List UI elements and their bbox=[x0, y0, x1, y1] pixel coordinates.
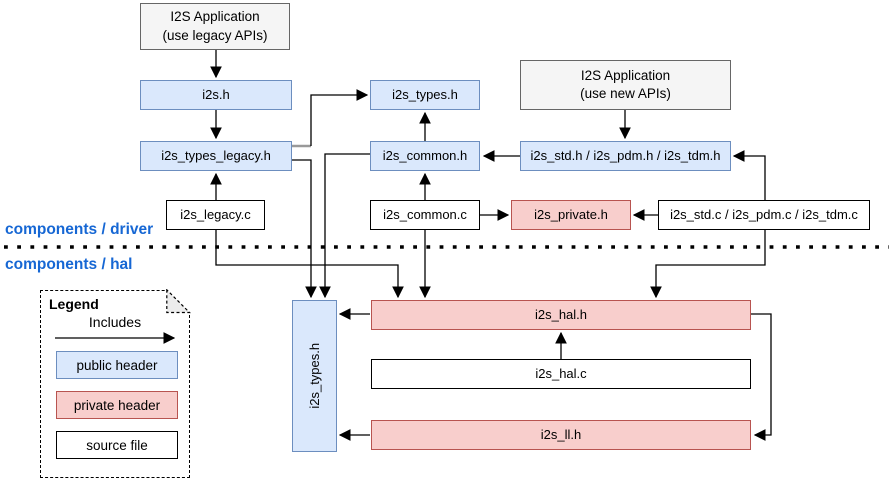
section-label-components-hal: components / hal bbox=[5, 256, 133, 273]
edge-i2s-types-legacy-h-to-i2s-types-h-hal bbox=[292, 159, 317, 299]
node-i2s-std-pdm-tdm-c: i2s_std.c / i2s_pdm.c / i2s_tdm.c bbox=[658, 200, 870, 230]
edge-i2s-legacy-c-to-i2s-hal-h bbox=[215, 230, 404, 299]
legend-folded-corner-icon bbox=[165, 289, 191, 315]
legend-title: Legend bbox=[49, 296, 99, 312]
node-i2s-std-pdm-tdm-h: i2s_std.h / i2s_pdm.h / i2s_tdm.h bbox=[520, 141, 731, 171]
node-i2s-common-h: i2s_common.h bbox=[370, 141, 480, 171]
node-i2s-common-c: i2s_common.c bbox=[370, 200, 480, 230]
node-i2s-types-h-hal: i2s_types.h bbox=[292, 300, 337, 452]
section-label-components-driver: components / driver bbox=[5, 221, 154, 238]
node-i2s-types-legacy-h: i2s_types_legacy.h bbox=[140, 141, 292, 171]
edge-i2s-std-pdm-tdm-c-to-i2s-std-pdm-tdm-h bbox=[732, 150, 766, 200]
legend-source-file-swatch: source file bbox=[56, 431, 178, 459]
node-i2s-hal-c: i2s_hal.c bbox=[371, 359, 751, 389]
legend-public-header-swatch: public header bbox=[56, 351, 178, 379]
node-i2s-hal-h: i2s_hal.h bbox=[371, 300, 751, 330]
node-i2s-types-h-hal-label: i2s_types.h bbox=[306, 343, 322, 409]
edge-i2s-hal-h-to-i2s-ll-h bbox=[751, 313, 772, 441]
node-i2s-legacy-c: i2s_legacy.c bbox=[166, 200, 265, 230]
legend-includes-label: Includes bbox=[88, 314, 142, 330]
edge-i2s-common-h-to-i2s-types-h-hal bbox=[319, 153, 370, 299]
node-i2s-application-legacy: I2S Application (use legacy APIs) bbox=[140, 3, 290, 50]
legend: Legend Includes public header private he… bbox=[40, 289, 191, 478]
edge-i2s-std-pdm-tdm-c-to-i2s-hal-h bbox=[650, 230, 766, 299]
node-i2s-application-new: I2S Application (use new APIs) bbox=[520, 60, 731, 110]
node-i2s-types-h-driver: i2s_types.h bbox=[370, 80, 480, 110]
legend-includes-arrow-icon bbox=[55, 332, 176, 344]
legend-private-header-swatch: private header bbox=[56, 391, 178, 419]
node-i2s-h: i2s.h bbox=[140, 80, 292, 110]
node-i2s-private-h: i2s_private.h bbox=[511, 200, 631, 230]
node-i2s-ll-h: i2s_ll.h bbox=[371, 420, 751, 450]
edge-i2s-types-legacy-h-to-i2s-types-h-driver bbox=[310, 89, 369, 146]
